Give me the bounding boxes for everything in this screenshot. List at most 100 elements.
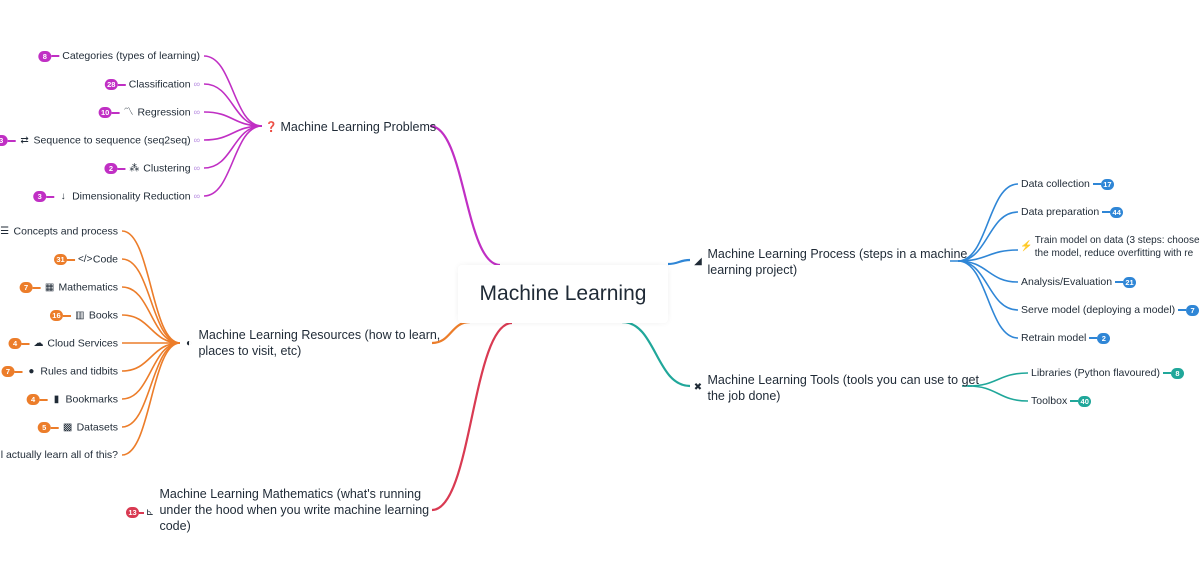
- resources-child-books[interactable]: 16 ▥ Books: [49, 309, 118, 322]
- tools-topic[interactable]: ✖ Machine Learning Tools (tools you can …: [692, 372, 979, 404]
- link-icon[interactable]: ∞: [193, 135, 200, 145]
- count-badge: 3: [0, 135, 8, 146]
- problems-child-regression[interactable]: 10 〽 Regression∞: [98, 106, 200, 119]
- root-to-mathematics-line: [431, 321, 513, 512]
- resources-child-datasets[interactable]: 5 ▩ Datasets: [37, 421, 118, 434]
- resources-child-bookmarks[interactable]: 4 ▮ Bookmarks: [26, 393, 118, 406]
- lightbulb-icon: ●: [28, 366, 35, 377]
- root-to-problems-line: [429, 124, 501, 267]
- mathematics-label-line3: code): [159, 519, 191, 533]
- resources-child-rules[interactable]: 7 ● Rules and tidbits: [1, 365, 118, 378]
- child-label: Rules and tidbits: [40, 365, 118, 378]
- tools-label-line2: the job done): [707, 389, 781, 403]
- count-badge: 7: [19, 282, 33, 293]
- resources-child-code[interactable]: 31 </> Code: [54, 253, 118, 266]
- count-badge: 17: [1100, 178, 1114, 190]
- child-label: Toolbox: [1031, 395, 1068, 407]
- child-label: Data preparation: [1021, 206, 1100, 218]
- count-badge: 28: [104, 79, 118, 90]
- resources-child-concepts[interactable]: ☰ Concepts and process: [0, 225, 118, 238]
- count-badge: 8: [1170, 367, 1184, 379]
- tools-icon: ✖: [693, 382, 703, 393]
- root-node[interactable]: Machine Learning: [458, 265, 668, 323]
- problems-topic[interactable]: ❓ Machine Learning Problems: [265, 119, 436, 136]
- process-branch-line-1: [957, 211, 1019, 262]
- child-label: Clustering: [143, 162, 191, 175]
- problems-child-dimensionality[interactable]: 3 ↓ Dimensionality Reduction∞: [33, 190, 200, 203]
- problems-child-clustering[interactable]: 2 ⁂ Clustering∞: [104, 162, 200, 175]
- process-label-line1: Machine Learning Process (steps in a mac…: [707, 247, 968, 261]
- link-icon[interactable]: ∞: [193, 79, 200, 89]
- process-child-data-collection[interactable]: Data collection 17: [1021, 178, 1114, 191]
- mathematics-label-line2: under the hood when you write machine le…: [159, 503, 430, 517]
- resources-label-line1: Machine Learning Resources (how to learn…: [198, 328, 441, 342]
- child-label: Mathematics: [58, 281, 118, 294]
- child-label: Concepts and process: [13, 225, 118, 238]
- problems-child-seq2seq[interactable]: 3 ⇄ Sequence to sequence (seq2seq)∞: [0, 134, 200, 147]
- count-badge: 40: [1078, 395, 1092, 407]
- count-badge: 16: [49, 310, 63, 321]
- calculator-icon: ▦: [44, 282, 55, 293]
- tools-child-toolbox[interactable]: Toolbox 40: [1031, 395, 1092, 408]
- resources-branch-line-8: [121, 342, 181, 456]
- arrow-down-icon: ↓: [60, 191, 66, 202]
- count-badge: 3: [33, 191, 47, 202]
- trend-icon: 〽: [123, 107, 134, 118]
- resources-branch-line-7: [121, 342, 181, 428]
- tools-branch-line-1: [967, 385, 1029, 402]
- count-badge: 13: [126, 507, 139, 519]
- problems-label: Machine Learning Problems: [280, 120, 437, 134]
- process-child-serve-model[interactable]: Serve model (deploying a model)7: [1021, 304, 1200, 317]
- child-label-line1: Train model on data (3 steps: choose: [1034, 235, 1200, 246]
- child-label: Datasets: [76, 421, 118, 434]
- mathematics-topic[interactable]: 13 ⊾ Machine Learning Mathematics (what's…: [126, 486, 429, 534]
- problems-branch-line-0: [203, 55, 263, 127]
- process-branch-line-0: [957, 183, 1019, 262]
- child-label: l actually learn all of this?: [0, 449, 118, 461]
- resources-branch-line-2: [121, 286, 181, 344]
- resources-topic[interactable]: ◐ Machine Learning Resources (how to lea…: [183, 327, 440, 359]
- problems-child-categories[interactable]: 8 Categories (types of learning): [38, 50, 200, 63]
- child-label: Regression: [137, 106, 191, 119]
- resources-child-cloud[interactable]: 4 ☁ Cloud Services: [8, 337, 118, 350]
- sitemap-icon: ⁂: [129, 163, 140, 174]
- link-icon[interactable]: ∞: [193, 163, 200, 173]
- count-badge: 7: [1, 366, 15, 377]
- resources-child-mathematics[interactable]: 7 ▦ Mathematics: [19, 281, 118, 294]
- signal-bars-icon: ◢: [694, 256, 702, 267]
- books-icon: ▥: [75, 310, 85, 321]
- count-badge: 4: [26, 394, 40, 405]
- resources-child-learn-all[interactable]: l actually learn all of this?: [1, 449, 118, 462]
- problems-branch-line-5: [203, 125, 263, 197]
- tools-child-libraries[interactable]: Libraries (Python flavoured)8: [1031, 367, 1184, 380]
- child-label: Data collection: [1021, 178, 1090, 190]
- process-topic[interactable]: ◢ Machine Learning Process (steps in a m…: [692, 246, 967, 278]
- root-to-process-line: [667, 258, 691, 266]
- process-label-line2: learning project): [707, 263, 798, 277]
- process-child-train-model[interactable]: ⚡ Train model on data (3 steps: choose t…: [1020, 234, 1200, 260]
- problems-child-classification[interactable]: 28 Classification∞: [104, 78, 200, 91]
- count-badge: 7: [1186, 304, 1200, 316]
- list-icon: ☰: [0, 226, 10, 237]
- resources-branch-line-6: [121, 342, 181, 400]
- code-icon: </>: [77, 254, 93, 265]
- count-badge: 8: [38, 50, 52, 62]
- count-badge: 4: [8, 338, 22, 349]
- line-chart-icon: ⊾: [145, 506, 155, 518]
- link-icon[interactable]: ∞: [193, 191, 200, 201]
- link-icon[interactable]: ∞: [193, 107, 200, 117]
- cloud-icon: ☁: [33, 338, 44, 349]
- count-badge: 21: [1123, 276, 1137, 288]
- mathematics-label-line1: Machine Learning Mathematics (what's run…: [159, 487, 422, 501]
- process-branch-line-5: [957, 260, 1019, 339]
- count-badge: 2: [1097, 332, 1111, 344]
- count-badge: 2: [104, 163, 118, 174]
- count-badge: 5: [37, 422, 51, 433]
- dataset-icon: ▩: [62, 422, 73, 433]
- count-badge: 31: [54, 254, 68, 265]
- child-label: Classification: [128, 78, 191, 91]
